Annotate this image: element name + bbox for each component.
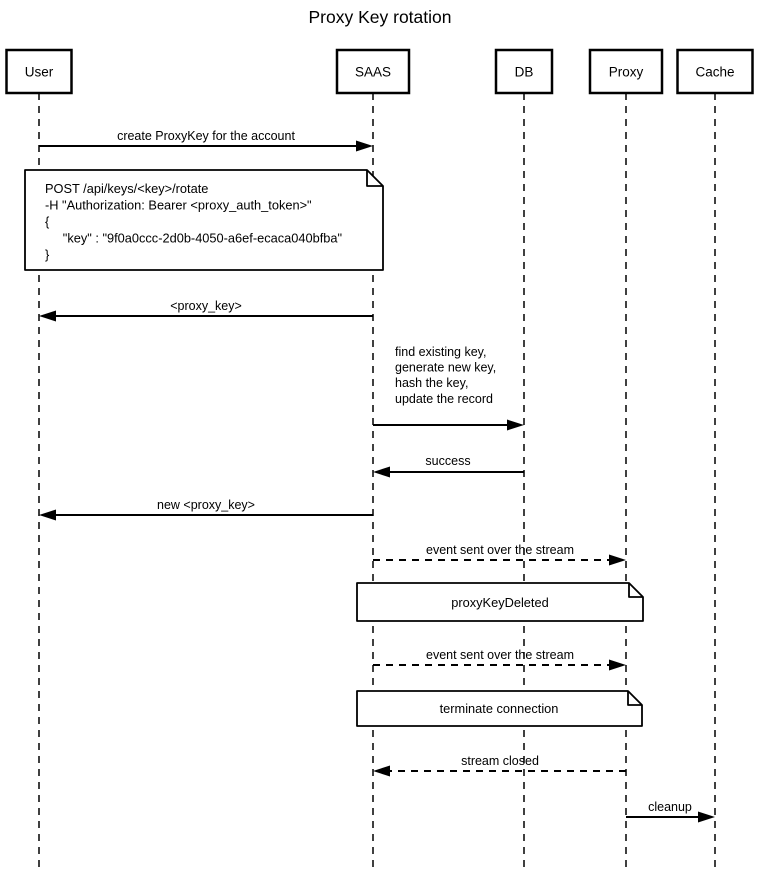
actor-box-user [5,48,73,95]
message-label-2: find existing key, [395,345,486,359]
note-shape-1 [356,582,644,622]
note-text-0: "key" : "9f0a0ccc-2d0b-4050-a6ef-ecaca04… [45,231,342,246]
message-label-2: generate new key, [395,361,496,375]
diagram-title: Proxy Key rotation [309,7,452,27]
note-fold-corner-1 [628,583,643,598]
message-arrowhead-0 [356,140,373,152]
message-label-2: update the record [395,392,493,406]
message-label-0: create ProxyKey for the account [117,129,295,143]
note-shape-0 [24,169,384,271]
message-label-7: stream closed [461,754,539,768]
note-fold-corner-0 [366,170,383,187]
message-arrowhead-5 [609,554,626,566]
message-label-6: event sent over the stream [426,648,574,662]
note-text-1: proxyKeyDeleted [451,595,548,610]
actor-box-saas [335,48,411,95]
message-label-8: cleanup [648,800,692,814]
message-label-3: success [425,454,470,468]
actor-label-cache: Cache [695,64,734,79]
message-arrowhead-7 [373,765,390,777]
note-fold-corner-2 [627,691,642,706]
message-arrowhead-1 [39,310,56,322]
note-shape-2 [356,690,643,727]
messages-layer: create ProxyKey for the account <proxy_ke… [39,129,715,823]
note-text-0: POST /api/keys/<key>/rotate [45,181,208,196]
message-arrowhead-3 [373,466,390,478]
message-arrowhead-2 [507,419,524,431]
message-arrowhead-8 [698,811,715,823]
message-label-5: event sent over the stream [426,543,574,557]
message-label-4: new <proxy_key> [157,498,255,512]
note-text-0: } [45,247,50,262]
message-arrowhead-4 [39,509,56,521]
note-text-2: terminate connection [440,701,559,716]
message-arrowhead-6 [609,659,626,671]
notes-layer: POST /api/keys/<key>/rotate -H "Authoriza… [24,169,644,727]
actor-label-proxy: Proxy [609,64,644,79]
actor-label-db: DB [515,64,534,79]
actor-box-db [494,48,554,95]
actor-label-user: User [25,64,54,79]
note-text-0: { [45,214,50,229]
actor-label-saas: SAAS [355,64,391,79]
message-label-2: hash the key, [395,376,468,390]
actors-layer: User SAAS DB Proxy Cache [5,48,754,95]
actor-box-cache [676,48,754,95]
note-text-0: -H "Authorization: Bearer <proxy_auth_to… [45,198,312,213]
message-label-1: <proxy_key> [170,299,242,313]
actor-box-proxy [588,48,664,95]
